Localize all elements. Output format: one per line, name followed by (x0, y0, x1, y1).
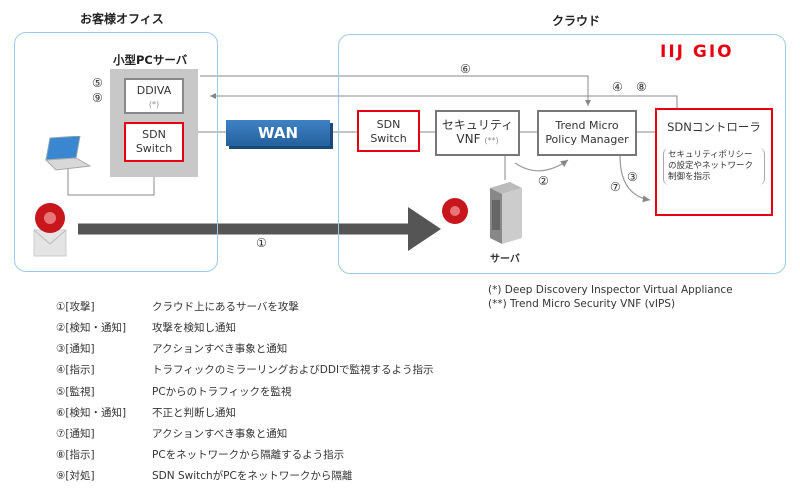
wan-block: WAN (226, 120, 330, 146)
legend-item: ⑥[検知・通知] 不正と判断し通知 (56, 405, 236, 420)
ddiva-box[interactable]: DDIVA (*) (124, 78, 184, 114)
legend-text: トラフィックのミラーリングおよびDDIで監視するよう指示 (152, 364, 434, 376)
legend-tag: ③[通知] (56, 343, 95, 355)
step-marker-1: ① (256, 236, 267, 250)
legend-text: SDN SwitchがPCをネットワークから隔離 (152, 470, 353, 482)
footnote-ddiva: (*) Deep Discovery Inspector Virtual App… (488, 284, 733, 296)
legend-tag: ⑨[対処] (56, 470, 95, 482)
cloud-title: クラウド (552, 14, 601, 28)
laptop-icon (34, 135, 94, 172)
flow-arrow-3-7 (619, 155, 651, 203)
legend-text: アクションすべき事象と通知 (152, 343, 288, 355)
legend-item: ②[検知・通知] 攻撃を検知し通知 (56, 320, 236, 335)
legend-text: 攻撃を検知し通知 (152, 322, 236, 334)
flow-line-4-8 (210, 93, 678, 108)
legend-item: ⑧[指示] PCをネットワークから隔離するよう指示 (56, 447, 344, 462)
link-pc-switch (67, 165, 155, 196)
step-marker-8: ⑧ (636, 80, 647, 94)
cloud-switch-line1: SDN (376, 118, 401, 131)
small-pc-server-title: 小型PCサーバ (113, 53, 188, 67)
server-label: サーバ (490, 254, 520, 265)
legend-text: アクションすべき事象と通知 (152, 428, 288, 440)
step-marker-9: ⑨ (92, 91, 103, 105)
cloud-switch-line2: Switch (370, 132, 407, 145)
legend-item: ③[通知] アクションすべき事象と通知 (56, 341, 287, 356)
legend-tag: ⑥[検知・通知] (56, 407, 127, 419)
legend-tag: ⑧[指示] (56, 449, 95, 461)
vnf-note: (**) (484, 136, 499, 145)
sdn-controller-desc: セキュリティポリシー の設定やネットワーク 制御を指示 (663, 148, 765, 185)
step-marker-6: ⑥ (460, 62, 471, 76)
legend-item: ⑦[通知] アクションすべき事象と通知 (56, 426, 287, 441)
vnf-line1: セキュリティ (441, 118, 514, 132)
step-marker-2: ② (538, 174, 549, 188)
legend-tag: ⑤[監視] (56, 386, 95, 398)
legend-item: ①[攻撃] クラウド上にあるサーバを攻撃 (56, 299, 299, 314)
sdn-controller-title: SDNコントローラ (667, 120, 761, 134)
ddiva-label: DDIVA (136, 84, 172, 97)
legend-text: PCからのトラフィックを監視 (152, 386, 292, 398)
legend-tag: ②[検知・通知] (56, 322, 127, 334)
step-marker-7: ⑦ (610, 180, 621, 194)
sdn-controller-box[interactable]: SDNコントローラ セキュリティポリシー の設定やネットワーク 制御を指示 (655, 108, 773, 216)
pm-line1: Trend Micro (555, 119, 619, 132)
desc-line3: 制御を指示 (668, 172, 711, 182)
malicious-mail-icon (30, 198, 70, 260)
desc-line2: の設定やネットワーク (668, 161, 754, 171)
vnf-line2: VNF (456, 132, 481, 146)
office-zone (14, 32, 218, 272)
legend-item: ⑨[対処] SDN SwitchがPCをネットワークから隔離 (56, 468, 352, 483)
footnote-vnf: (**) Trend Micro Security VNF (vIPS) (488, 298, 676, 310)
desc-line1: セキュリティポリシー (668, 150, 753, 160)
legend-tag: ⑦[通知] (56, 428, 95, 440)
legend-item: ⑤[監視] PCからのトラフィックを監視 (56, 384, 291, 399)
office-switch-line1: SDN (142, 128, 166, 141)
legend-text: クラウド上にあるサーバを攻撃 (152, 301, 299, 313)
office-title: お客様オフィス (80, 12, 164, 26)
flow-arrow-2 (514, 159, 569, 172)
office-sdn-switch[interactable]: SDN Switch (124, 122, 184, 162)
pm-line2: Policy Manager (545, 133, 629, 146)
ddiva-note: (*) (148, 100, 160, 109)
step-marker-3: ③ (627, 170, 638, 184)
step-marker-5: ⑤ (92, 76, 103, 90)
malware-icon (440, 196, 470, 226)
step-marker-4: ④ (612, 80, 623, 94)
legend-tag: ④[指示] (56, 364, 95, 376)
cloud-zone (338, 34, 786, 274)
security-vnf-box[interactable]: セキュリティ VNF (**) (435, 110, 520, 156)
office-switch-line2: Switch (135, 142, 173, 155)
iij-gio-logo: IIJ GIO (660, 42, 734, 62)
legend-tag: ①[攻撃] (56, 301, 95, 313)
legend-item: ④[指示] トラフィックのミラーリングおよびDDIで監視するよう指示 (56, 362, 434, 377)
server-icon (484, 180, 526, 246)
legend-text: 不正と判断し通知 (152, 407, 236, 419)
cloud-sdn-switch[interactable]: SDN Switch (357, 110, 420, 152)
legend-text: PCをネットワークから隔離するよう指示 (152, 449, 345, 461)
policy-manager-box[interactable]: Trend Micro Policy Manager (537, 110, 637, 156)
